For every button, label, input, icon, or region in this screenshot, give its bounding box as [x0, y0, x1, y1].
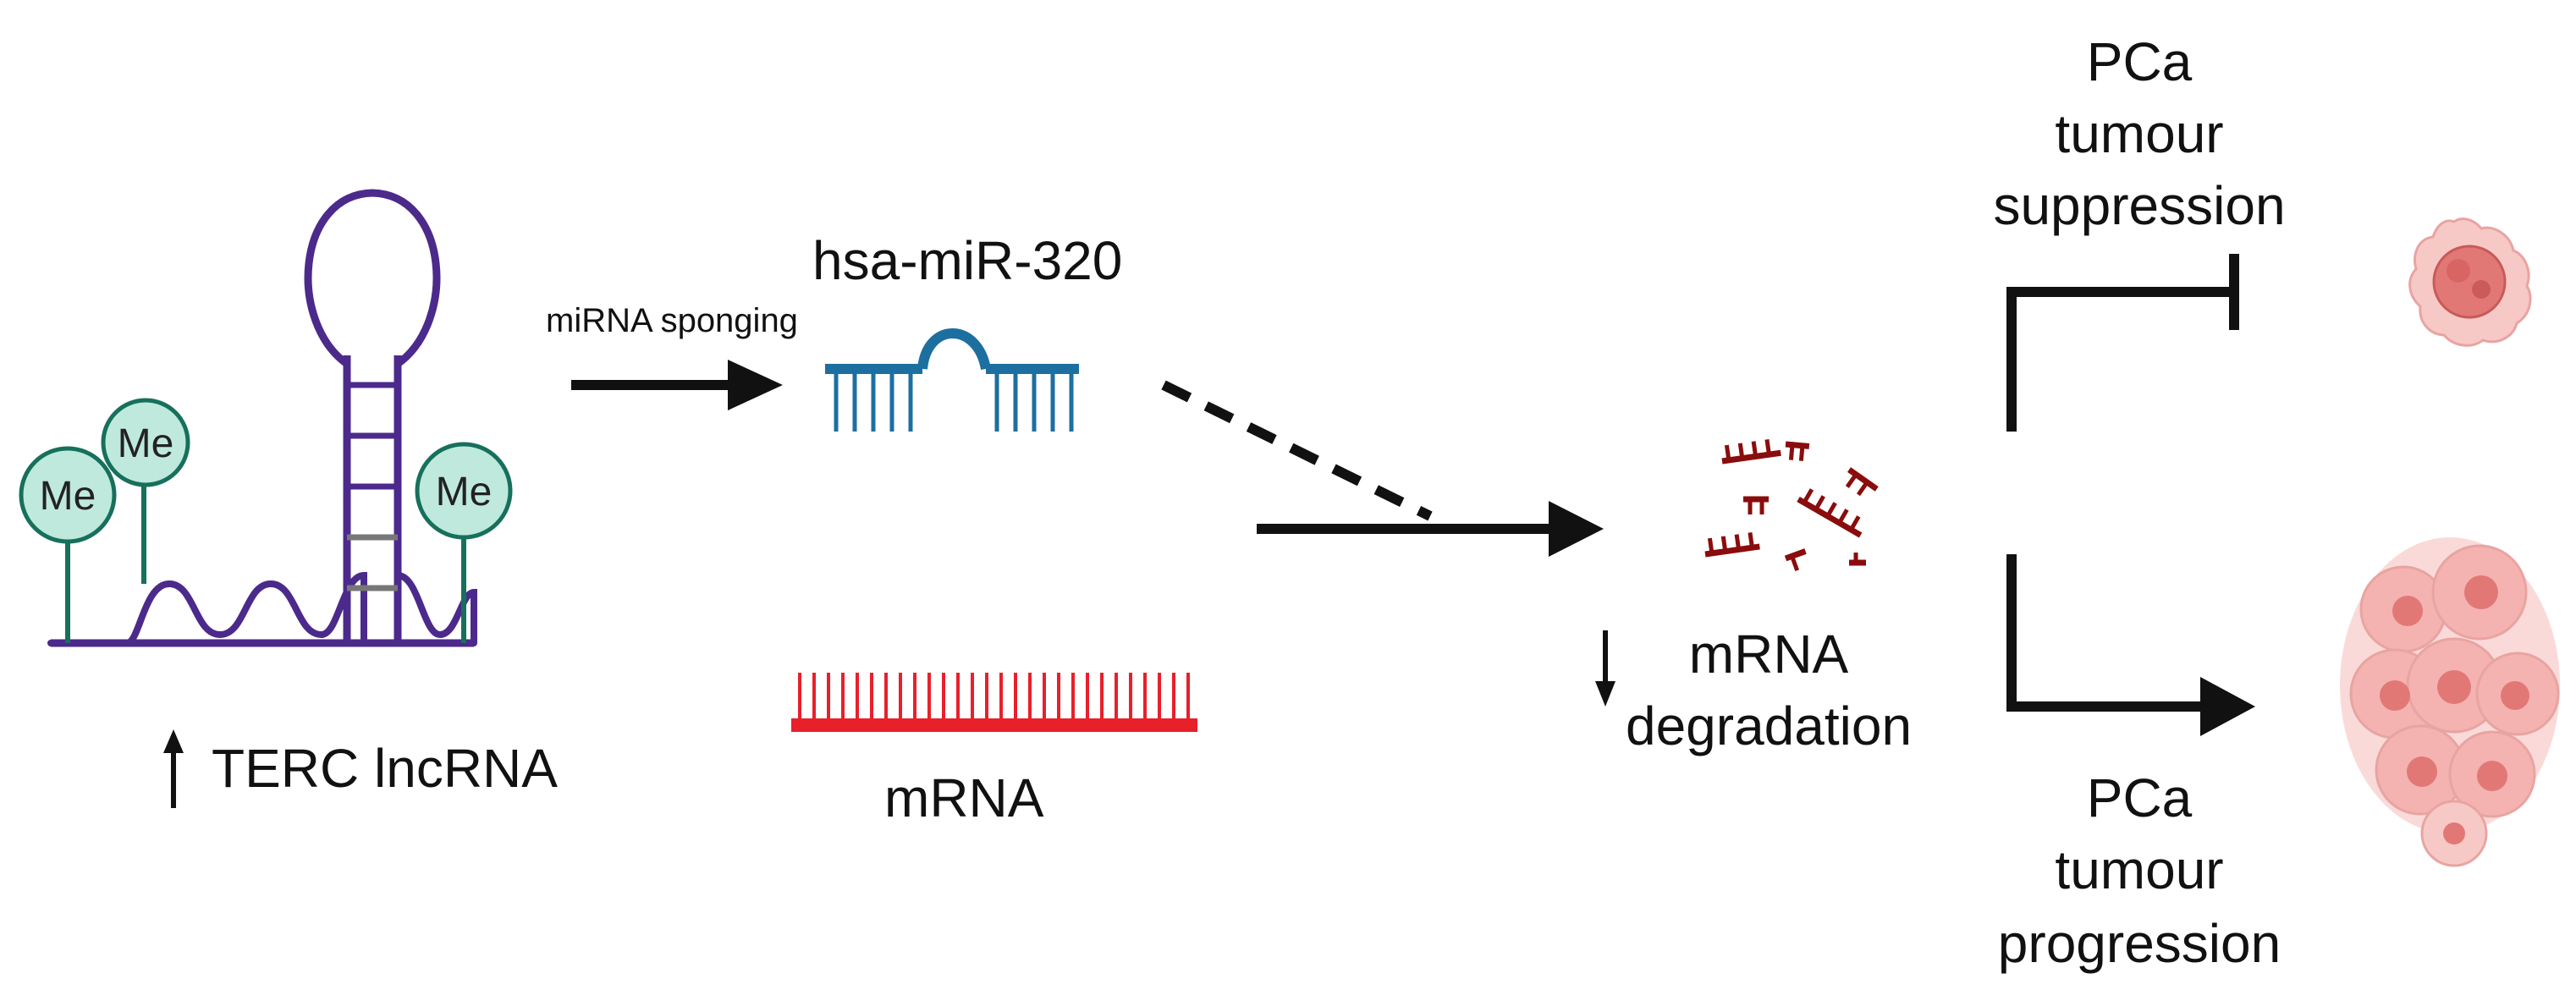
hairpin-loop	[304, 189, 441, 367]
tumour-cell-icon	[2408, 217, 2532, 347]
methyl-label: Me	[436, 470, 493, 514]
suppression-label-line2: tumour	[2055, 103, 2223, 164]
mrna-fragments	[1704, 439, 1879, 572]
sponging-arrow	[571, 360, 783, 410]
methyl-label: Me	[40, 474, 96, 519]
mirna-structure	[825, 328, 1079, 432]
suppression-label-line1: PCa	[2087, 31, 2193, 92]
methyl-label: Me	[118, 421, 174, 466]
mirna-sponging-label: miRNA sponging	[546, 302, 798, 339]
suppression-label-line3: suppression	[1993, 175, 2285, 236]
mrna-structure	[791, 673, 1197, 732]
degradation-label-line2: degradation	[1626, 696, 1912, 756]
terc-lncrna-structure: Me Me Me	[19, 189, 513, 647]
degradation-label-line1: mRNA	[1689, 624, 1849, 685]
tumour-cluster-icon	[2340, 537, 2560, 867]
progression-label-line3: progression	[1998, 913, 2281, 974]
methyl-circle	[19, 446, 117, 544]
terc-lncrna-label: TERC lncRNA	[212, 738, 558, 799]
dashed-interaction-line	[1161, 380, 1433, 521]
methyl-circle	[415, 442, 513, 540]
progression-label-line2: tumour	[2055, 839, 2223, 900]
mirna-label: hsa-miR-320	[812, 230, 1122, 291]
mrna-label: mRNA	[884, 767, 1044, 828]
down-arrow-icon	[1595, 630, 1616, 707]
up-arrow-icon	[163, 729, 184, 808]
methyl-circle	[101, 398, 190, 487]
degradation-arrow	[1257, 501, 1604, 557]
progression-label-line1: PCa	[2087, 767, 2193, 828]
progression-arrow	[2006, 554, 2255, 736]
inhibition-bracket	[2006, 254, 2239, 432]
lncrna-backbone	[47, 571, 477, 646]
